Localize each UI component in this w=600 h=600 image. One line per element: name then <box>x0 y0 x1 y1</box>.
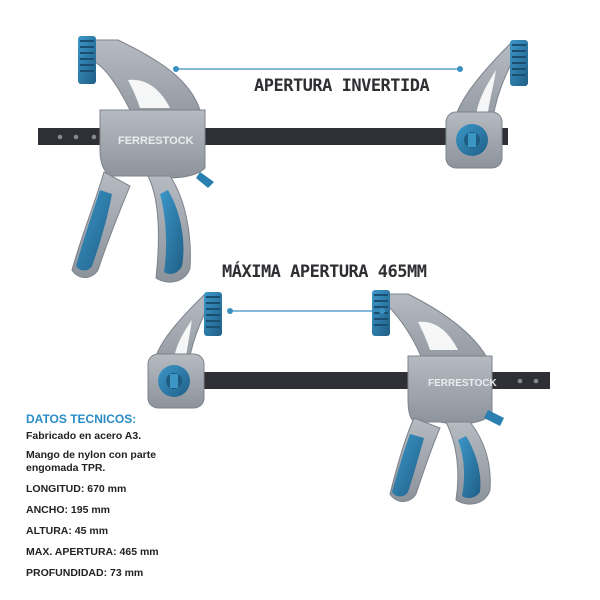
technical-specs: DATOS TECNICOS: Fabricado en acero A3. M… <box>26 412 206 588</box>
spec-width: ANCHO: 195 mm <box>26 504 111 516</box>
specs-title: DATOS TECNICOS: <box>26 412 137 426</box>
spec-depth: PROFUNDIDAD: 73 mm <box>26 567 144 579</box>
spec-max-opening: MAX. APERTURA: 465 mm <box>26 546 159 558</box>
spec-height: ALTURA: 45 mm <box>26 525 109 537</box>
spec-handle: Mango de nylon con parte engomada TPR. <box>26 449 157 474</box>
brand-logo: FERRESTOCK <box>118 135 194 147</box>
spec-material: Fabricado en acero A3. <box>26 430 142 442</box>
clamp-body-right <box>407 355 493 425</box>
clamp-max-opening: FERRESTOCK <box>147 290 550 505</box>
spec-length: LONGITUD: 670 mm <box>26 483 127 495</box>
brand-logo-2: FERRESTOCK <box>428 378 497 389</box>
clamp-inverted: FERRESTOCK <box>38 36 528 283</box>
inverted-opening-label: APERTURA INVERTIDA <box>254 76 430 96</box>
max-opening-label: MÁXIMA APERTURA 465MM <box>222 262 427 282</box>
